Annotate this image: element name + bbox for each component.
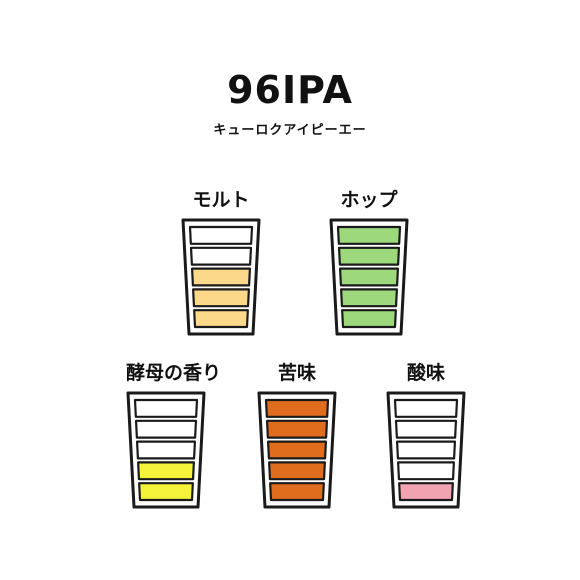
cup-segment-filled — [138, 482, 194, 502]
cup-svg — [386, 391, 466, 509]
cup-icon — [257, 391, 337, 509]
cup-segment-filled — [340, 288, 398, 308]
cup-segment-empty — [393, 398, 459, 418]
cup-segment-filled — [264, 398, 330, 418]
cup-segment-filled — [398, 482, 454, 502]
cup-segment-filled — [190, 267, 252, 287]
cup-segment-filled — [266, 440, 328, 460]
gauge-label: ホップ — [340, 189, 398, 211]
cup-segment-filled — [192, 288, 250, 308]
cup-svg — [329, 218, 409, 336]
cup-icon — [329, 218, 409, 336]
cup-segment-filled — [193, 309, 249, 329]
gauge-label: 酵母の香り — [126, 362, 222, 384]
beer-subtitle: キューロクアイピーエー — [213, 123, 367, 138]
cup-segment-filled — [336, 225, 402, 245]
cup-segment-filled — [265, 419, 329, 439]
cup-segment-filled — [341, 309, 397, 329]
cup-segment-empty — [395, 440, 457, 460]
cup-segment-filled — [338, 267, 400, 287]
cup-segment-empty — [133, 398, 199, 418]
gauge-label: モルト — [192, 189, 250, 211]
cup-segment-empty — [394, 419, 458, 439]
cup-svg — [181, 218, 261, 336]
cup-svg — [126, 391, 206, 509]
cup-svg — [257, 391, 337, 509]
cup-segment-empty — [134, 419, 198, 439]
cup-segment-empty — [188, 225, 254, 245]
beer-title: 96IPA — [227, 68, 353, 112]
cup-segment-empty — [397, 461, 455, 481]
gauge-label: 酸味 — [406, 362, 445, 384]
cup-segment-filled — [137, 461, 195, 481]
cup-segment-filled — [268, 461, 326, 481]
cup-icon — [181, 218, 261, 336]
cup-segment-empty — [189, 246, 253, 266]
cup-segment-filled — [269, 482, 325, 502]
cup-icon — [386, 391, 466, 509]
cup-segment-empty — [135, 440, 197, 460]
cup-segment-filled — [337, 246, 401, 266]
cup-icon — [126, 391, 206, 509]
gauge-label: 苦味 — [277, 362, 316, 384]
